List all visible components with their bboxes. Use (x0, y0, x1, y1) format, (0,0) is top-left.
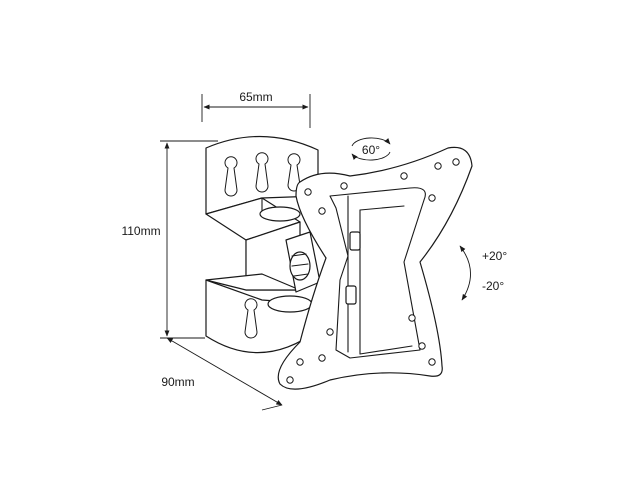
keyhole-slot-icon (287, 153, 301, 192)
height-dimension: 110mm (118, 140, 218, 339)
width-label: 65mm (239, 90, 272, 104)
keyhole-slot-icon (224, 156, 238, 197)
swivel-joint (259, 206, 321, 313)
depth-dimension: 90mm (161, 337, 283, 411)
keyhole-slot-icon (244, 298, 258, 339)
depth-label: 90mm (161, 375, 194, 389)
tilt-down-label: -20° (482, 279, 504, 293)
height-label: 110mm (121, 224, 160, 238)
width-dimension: 65mm (201, 90, 311, 128)
tilt-up-label: +20° (482, 249, 507, 263)
swivel-angle-label: 60° (362, 143, 380, 157)
vesa-plate (277, 146, 473, 390)
swivel-indicator: 60° (351, 137, 391, 161)
tilt-indicator: +20° -20° (459, 245, 507, 301)
keyhole-slot-icon (255, 152, 269, 193)
